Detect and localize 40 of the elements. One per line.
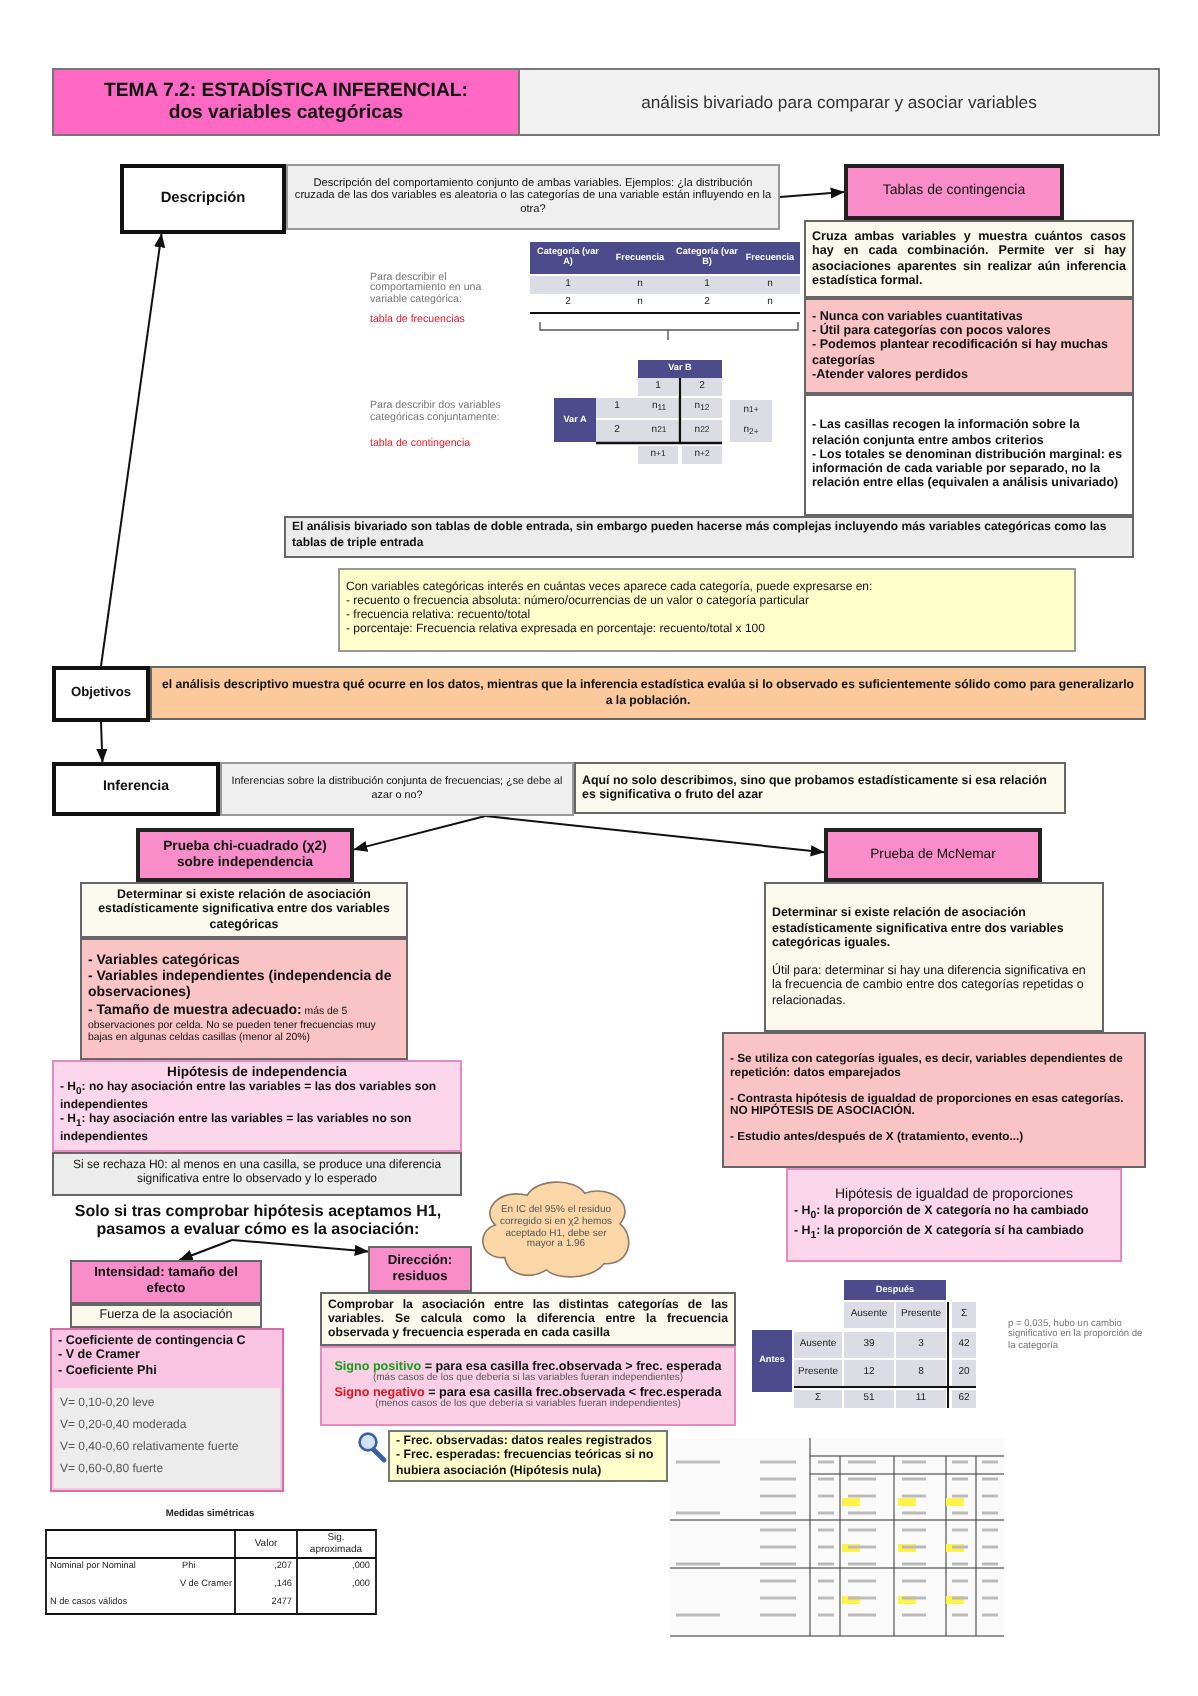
topic-box — [70, 1260, 262, 1304]
arrow — [178, 1239, 233, 1261]
arrow — [779, 187, 845, 199]
arrow — [484, 815, 825, 857]
info-box — [574, 762, 1066, 814]
list-panel — [722, 1032, 1146, 1168]
test-box — [136, 828, 354, 882]
section-box — [52, 666, 150, 722]
info-box — [764, 882, 1104, 1032]
sign-panel — [320, 1346, 736, 1426]
arrow — [230, 1239, 369, 1256]
note-box — [388, 1430, 668, 1482]
list-panel — [80, 938, 408, 1060]
hypothesis-panel — [52, 1060, 462, 1152]
title-banner: TEMA 7.2: ESTADÍSTICA INFERENCIAL: dos variables categóricas — [52, 68, 520, 136]
hypothesis-panel — [786, 1168, 1122, 1262]
note-box — [284, 516, 1134, 558]
info-box — [804, 394, 1134, 516]
test-box — [824, 828, 1042, 882]
note-text: Solo si tras comprobar hipótesis aceptamos H1, pasamos a evaluar cómo es la asociación: — [72, 1198, 444, 1240]
note-box — [338, 568, 1076, 652]
section-box — [120, 164, 286, 234]
scale-box — [54, 1388, 280, 1488]
info-box — [80, 882, 408, 938]
description-box — [286, 164, 780, 230]
subtitle-banner: análisis bivariado para comparar y asociar variables — [518, 68, 1160, 136]
topic-box — [844, 164, 1064, 220]
topic-box — [368, 1246, 472, 1292]
thought-cloud — [476, 1178, 636, 1280]
arrow — [100, 233, 166, 667]
section-box — [52, 762, 220, 816]
arrow — [96, 721, 108, 763]
info-box — [70, 1304, 262, 1328]
list-panel — [804, 298, 1134, 394]
info-box — [320, 1292, 736, 1346]
arrow — [353, 815, 487, 852]
list-panel — [50, 1328, 284, 1492]
description-box — [220, 762, 574, 816]
note-box — [52, 1152, 462, 1196]
summary-box — [150, 666, 1146, 720]
